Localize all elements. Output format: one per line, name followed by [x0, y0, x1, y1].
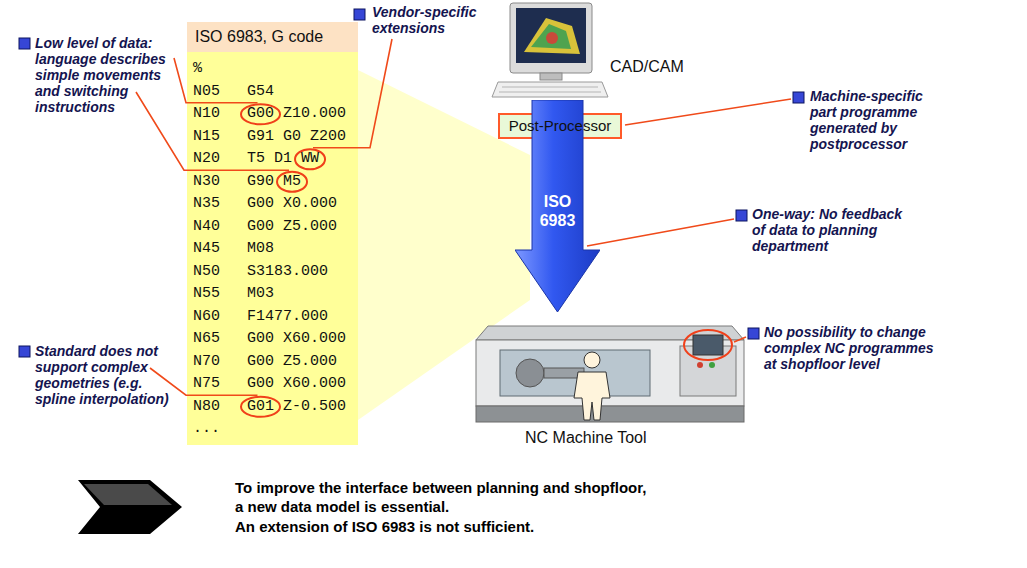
- code-line: N70 G00 Z5.000: [193, 351, 337, 374]
- leader-line: [313, 39, 392, 148]
- code-line: N75 G00 X60.000: [193, 373, 346, 396]
- leader-line: [587, 219, 734, 246]
- code-line: N50 S3183.000: [193, 261, 328, 284]
- callout-text: Low level of data: language describes si…: [35, 35, 185, 115]
- machine-tool-illustration: [697, 362, 703, 368]
- computer-illustration: [499, 92, 601, 93]
- leader-line: [136, 92, 289, 170]
- leader-line: [174, 58, 258, 103]
- computer-illustration: [531, 24, 571, 49]
- machine-tool-illustration: [476, 326, 744, 340]
- highlight-ellipse: [277, 172, 307, 192]
- operator-figure: [584, 352, 600, 368]
- machine-tool-illustration: [476, 406, 744, 422]
- illustration-label: CAD/CAM: [610, 57, 710, 76]
- leader-line: [734, 337, 746, 342]
- callout-text: Vendor-specific extensions: [372, 4, 492, 36]
- code-line: N35 G00 X0.000: [193, 193, 337, 216]
- arrow-label: ISO 6983: [531, 192, 584, 230]
- computer-illustration: [524, 18, 580, 54]
- machine-tool-illustration: [500, 350, 650, 396]
- callout-bullet: [793, 92, 804, 103]
- highlight-ellipse: [241, 397, 280, 417]
- callout-bullet: [354, 9, 365, 20]
- block-arrow-shape: [515, 100, 600, 312]
- machine-tool-illustration: [693, 335, 723, 355]
- illustration-label: NC Machine Tool: [525, 428, 685, 447]
- callout-text: Standard does not support complex geomet…: [35, 343, 181, 407]
- computer-illustration: [516, 8, 586, 63]
- code-line: %: [193, 58, 202, 81]
- code-line: N05 G54: [193, 81, 274, 104]
- computer-illustration: [502, 87, 598, 88]
- operator-figure: [574, 372, 610, 420]
- callout-text: No possibility to change complex NC prog…: [764, 324, 934, 372]
- code-line: N55 M03: [193, 283, 274, 306]
- box-heading: ISO 6983, G code: [187, 22, 358, 52]
- header-band: ISO 6983, G code: [187, 22, 358, 52]
- conclusion-arrow: [78, 480, 182, 534]
- leader-line: [625, 99, 791, 125]
- leader-line: [587, 99, 791, 342]
- conclusion-text: An extension of ISO 6983 is not sufficie…: [235, 517, 695, 536]
- computer-illustration: [540, 73, 562, 80]
- code-line: N30 G90 M5: [193, 171, 301, 194]
- machine-tool-illustration: [476, 326, 744, 422]
- code-line: N40 G00 Z5.000: [193, 216, 337, 239]
- conclusion-arrow: [84, 484, 172, 505]
- code-line: ...: [193, 418, 220, 441]
- computer-illustration: [492, 3, 608, 97]
- callout-bullet: [19, 38, 30, 49]
- machine-tool-illustration: [684, 330, 732, 360]
- machine-tool-illustration: [516, 359, 544, 387]
- code-line: N65 G00 X60.000: [193, 328, 346, 351]
- computer-illustration: [492, 82, 608, 97]
- callout-bullet: [19, 346, 30, 357]
- callout-text: Machine-specific part programme generate…: [810, 88, 950, 152]
- code-line: N80 G01 Z-0.500: [193, 396, 346, 419]
- code-line: N20 T5 D1 WW: [193, 148, 319, 171]
- highlight-ellipse: [241, 104, 280, 124]
- operator-figure: [574, 352, 610, 420]
- code-line: N60 F1477.000: [193, 306, 328, 329]
- machine-tool-illustration: [709, 362, 715, 368]
- leader-line: [150, 368, 258, 395]
- machine-tool-illustration: [680, 346, 736, 396]
- conclusion-text: To improve the interface between plannin…: [235, 478, 655, 516]
- callout-bullet: [748, 328, 759, 339]
- callout-bullet: [736, 210, 747, 221]
- code-line: N45 M08: [193, 238, 274, 261]
- code-listing-box: ISO 6983, G code%N05 G54N10 G00 Z10.000N…: [187, 22, 358, 445]
- callout-bullet: [19, 9, 804, 357]
- machine-tool-illustration: [476, 340, 744, 406]
- conclusion-arrow: [78, 480, 182, 534]
- callout-text: One-way: No feedback of data to planning…: [752, 206, 912, 254]
- computer-illustration: [510, 3, 592, 73]
- machine-tool-illustration: [544, 368, 584, 378]
- computer-illustration: [546, 32, 558, 44]
- process-label: Post-Processor: [509, 117, 612, 135]
- highlight-ellipse: [295, 149, 325, 169]
- code-line: N15 G91 G0 Z200: [193, 126, 346, 149]
- code-line: N10 G00 Z10.000: [193, 103, 346, 126]
